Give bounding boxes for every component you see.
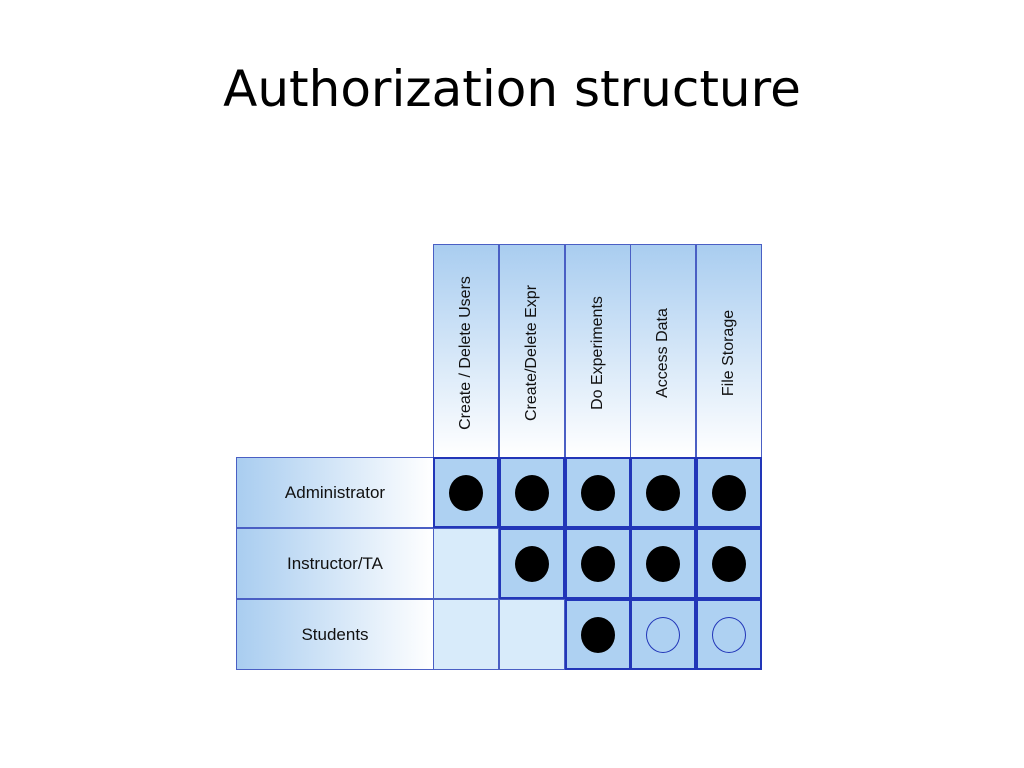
row-header-2: Students [236, 599, 434, 670]
matrix-cell [565, 457, 631, 528]
filled-dot-icon [581, 616, 615, 653]
matrix-cell [630, 599, 696, 670]
matrix-cell [696, 599, 762, 670]
filled-dot-icon [515, 545, 549, 582]
filled-dot-icon [646, 545, 680, 582]
row-header-0: Administrator [236, 457, 434, 528]
column-header-0: Create / Delete Users [433, 244, 499, 458]
matrix-cell [433, 528, 499, 599]
column-header-3: Access Data [630, 244, 696, 458]
row-header-label: Administrator [284, 482, 386, 502]
open-dot-icon [712, 616, 746, 653]
row-header-label: Students [301, 624, 369, 644]
column-header-label: Do Experiments [589, 296, 606, 410]
slide-title: Authorization structure [223, 60, 801, 118]
filled-dot-icon [449, 474, 483, 511]
matrix-cell [696, 457, 762, 528]
matrix-cell [499, 599, 565, 670]
matrix-cell [630, 457, 696, 528]
matrix-cell [499, 457, 565, 528]
column-header-1: Create/Delete Expr [499, 244, 565, 458]
filled-dot-icon [581, 545, 615, 582]
matrix-cell [433, 457, 499, 528]
row-header-1: Instructor/TA [236, 528, 434, 599]
matrix-cell [433, 599, 499, 670]
column-header-label: File Storage [720, 309, 737, 397]
matrix-cell [630, 528, 696, 599]
filled-dot-icon [646, 474, 680, 511]
filled-dot-icon [515, 474, 549, 511]
column-header-label: Access Data [654, 308, 671, 398]
filled-dot-icon [581, 474, 615, 511]
filled-dot-icon [712, 545, 746, 582]
open-dot-icon [646, 616, 680, 653]
column-header-2: Do Experiments [565, 244, 631, 458]
matrix-cell [696, 528, 762, 599]
column-header-4: File Storage [696, 244, 762, 458]
row-header-label: Instructor/TA [286, 553, 384, 573]
column-header-label: Create / Delete Users [457, 276, 474, 430]
matrix-cell [565, 528, 631, 599]
matrix-cell [499, 528, 565, 599]
filled-dot-icon [712, 474, 746, 511]
column-header-label: Create/Delete Expr [523, 284, 540, 422]
matrix-cell [565, 599, 631, 670]
